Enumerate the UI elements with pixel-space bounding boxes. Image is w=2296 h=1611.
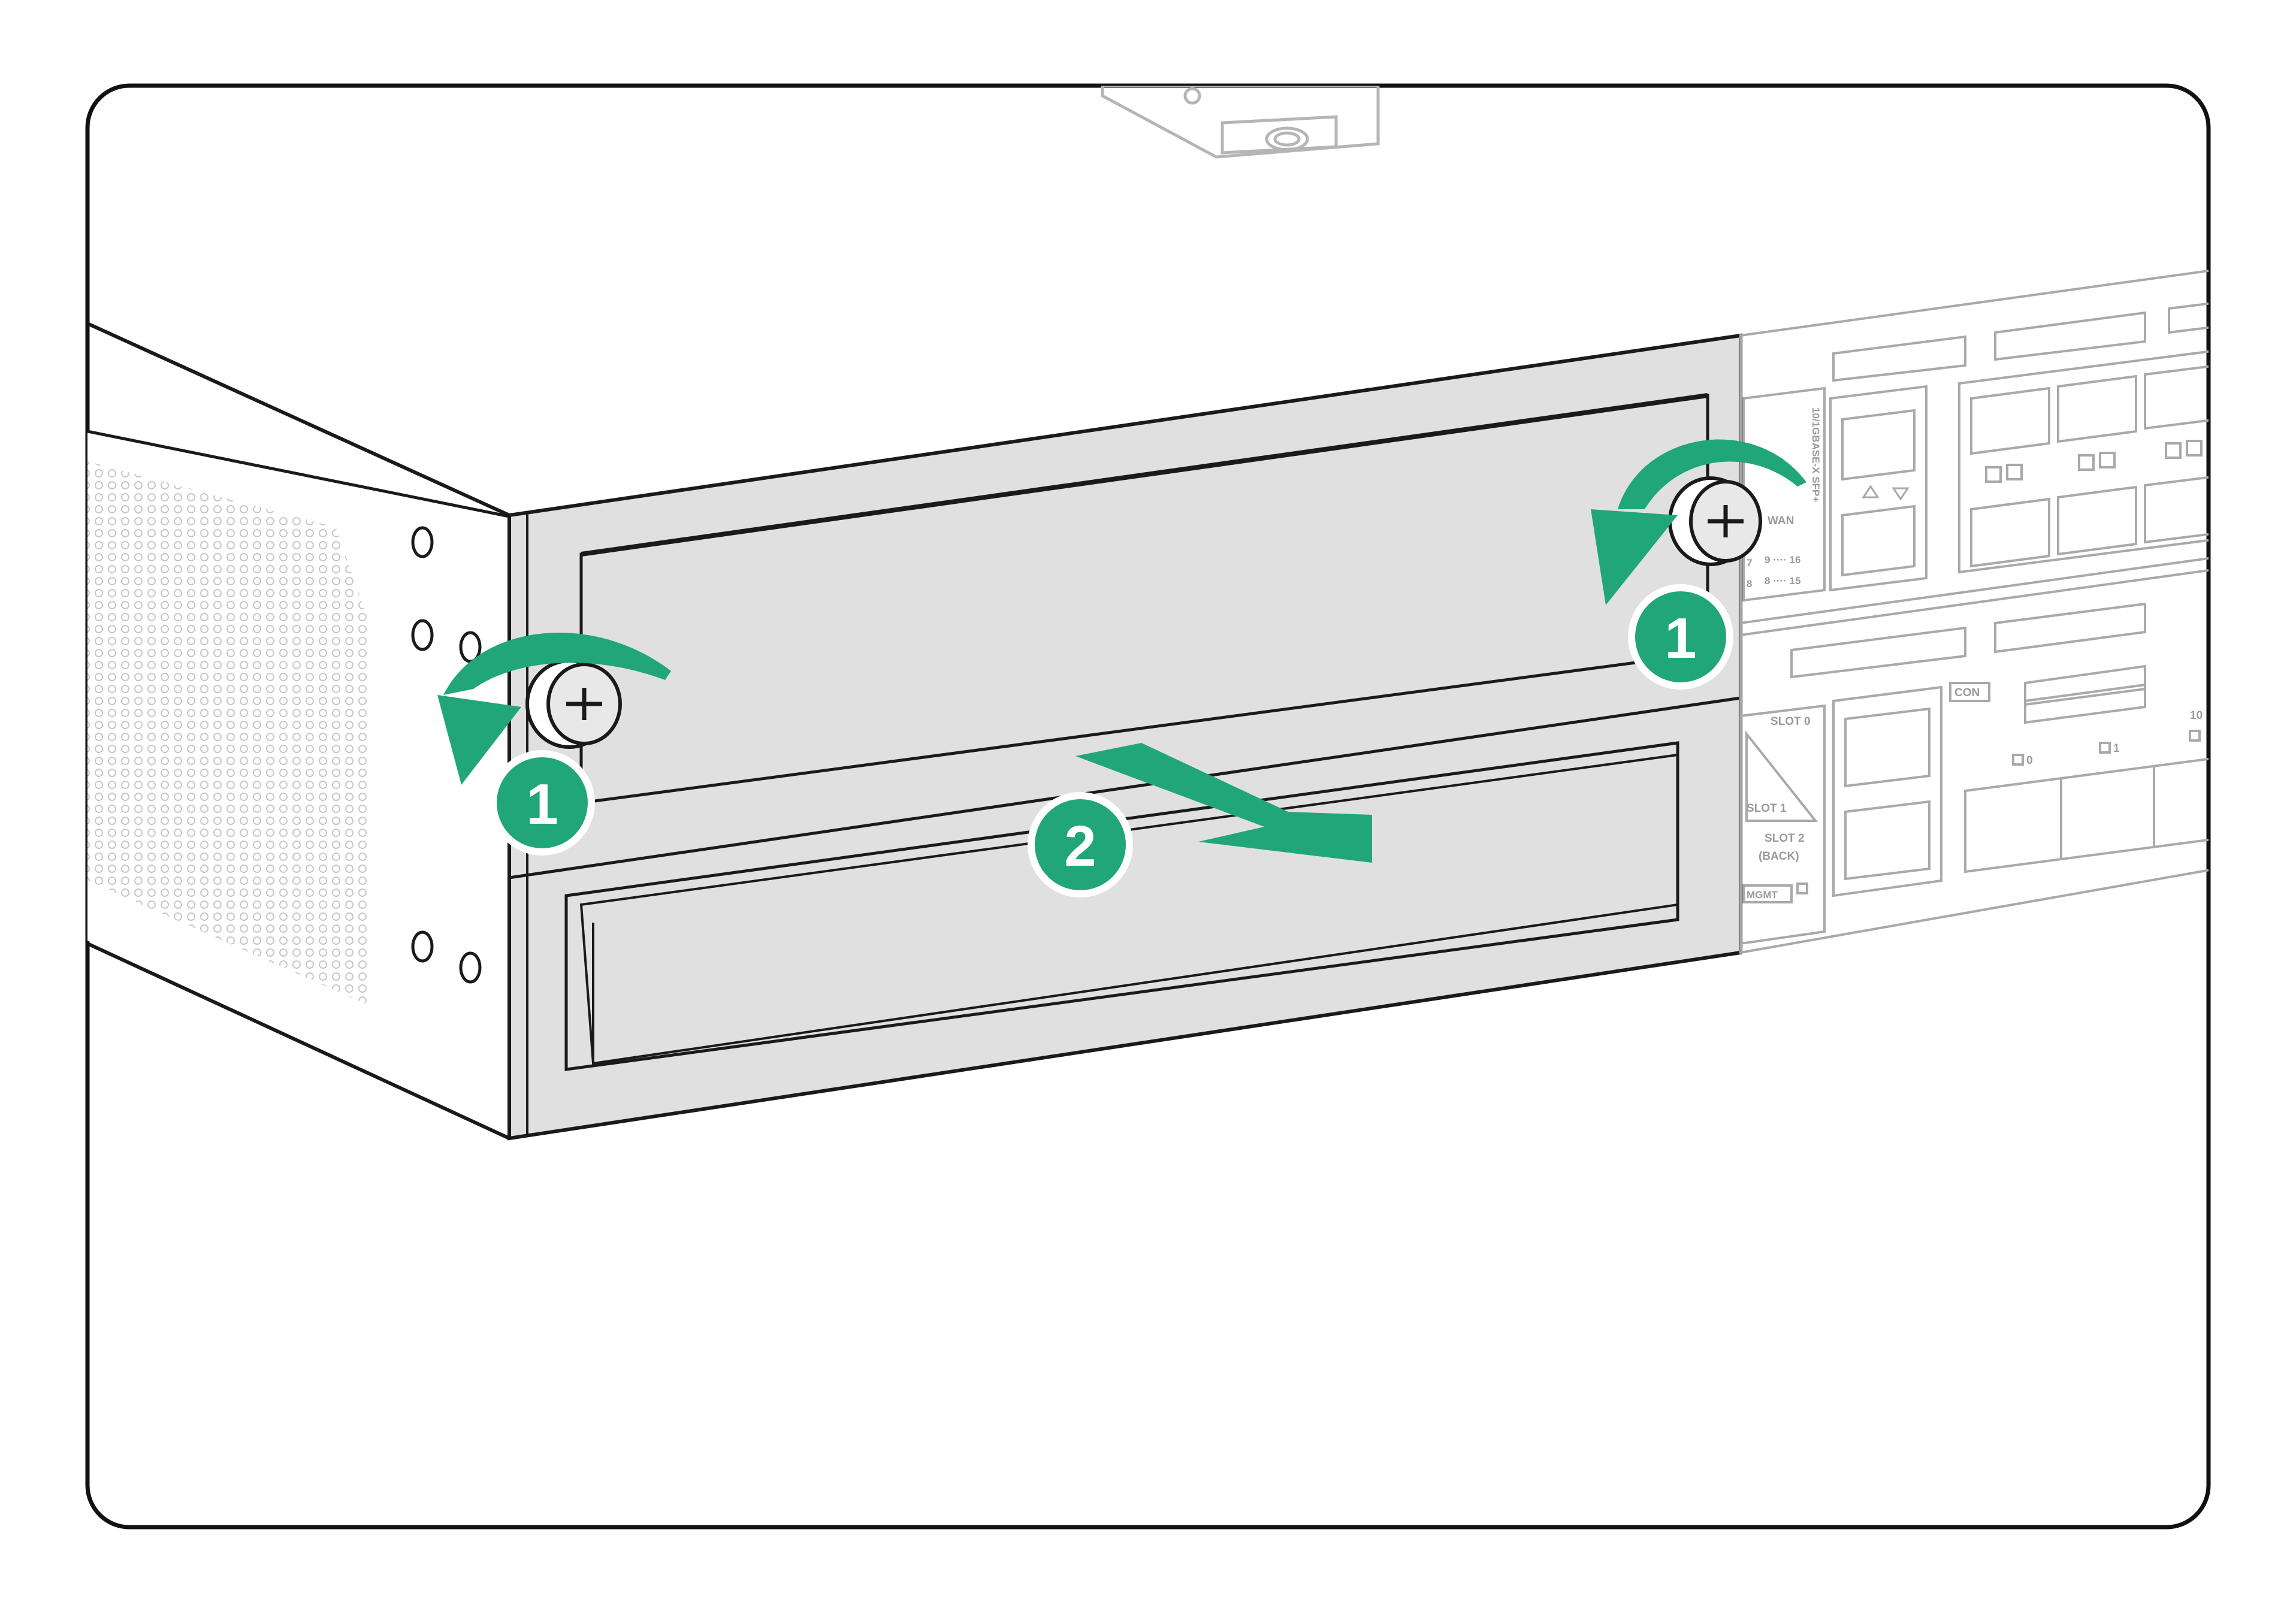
- port-range-bottom-label: 8 ···· 15: [1765, 575, 1800, 587]
- port-range-top-label: 9 ···· 16: [1765, 554, 1800, 566]
- con-label: CON: [1954, 687, 1980, 699]
- right-rotate-arrow-head: [1591, 509, 1678, 605]
- right-captive-screw-icon[interactable]: [1668, 476, 1762, 566]
- slot1-label: SLOT 1: [1747, 802, 1787, 815]
- left-rotate-arrow-icon: [443, 632, 671, 695]
- step-number-right: 1: [1664, 606, 1696, 670]
- port-left-bottom-label: 8: [1747, 578, 1752, 590]
- led0-label: 0: [2026, 754, 2033, 767]
- left-captive-screw-icon[interactable]: [525, 659, 622, 749]
- sfp-plus-label: 10/1GBASE-X SFP+: [1810, 407, 1821, 502]
- right-rotate-arrow-icon: [1618, 439, 1806, 509]
- led10-label: 10: [2190, 709, 2203, 722]
- blank-filler-panel[interactable]: [507, 333, 1742, 1141]
- port-left-top-label: 7: [1747, 557, 1752, 569]
- pull-out-arrow-icon: [1076, 743, 1372, 863]
- wan-label: WAN: [1768, 515, 1794, 527]
- slot2-sub-label: (BACK): [1759, 850, 1799, 863]
- left-rotate-arrow-head: [437, 695, 521, 785]
- device-front-panel: [1739, 268, 2209, 954]
- step-badge-pull: 2: [1028, 792, 1133, 897]
- slot2-label: SLOT 2: [1765, 832, 1805, 845]
- step-number-left: 1: [526, 772, 558, 836]
- step-number-pull: 2: [1064, 814, 1096, 878]
- slot0-label: SLOT 0: [1771, 715, 1811, 728]
- top-bracket: [1101, 86, 1380, 159]
- port-arrows: [1862, 485, 1910, 501]
- step-badge-left: 1: [490, 750, 595, 856]
- device-labels: 10/1GBASE-X SFP+ WAN 7 8 9 ···· 16 8 ···…: [1747, 407, 2203, 900]
- mgmt-label: MGMT: [1747, 889, 1778, 900]
- led1-label: 1: [2113, 742, 2120, 755]
- chassis: [87, 322, 511, 1140]
- step-badge-right: 1: [1628, 584, 1733, 690]
- vent-grid: [87, 461, 371, 1007]
